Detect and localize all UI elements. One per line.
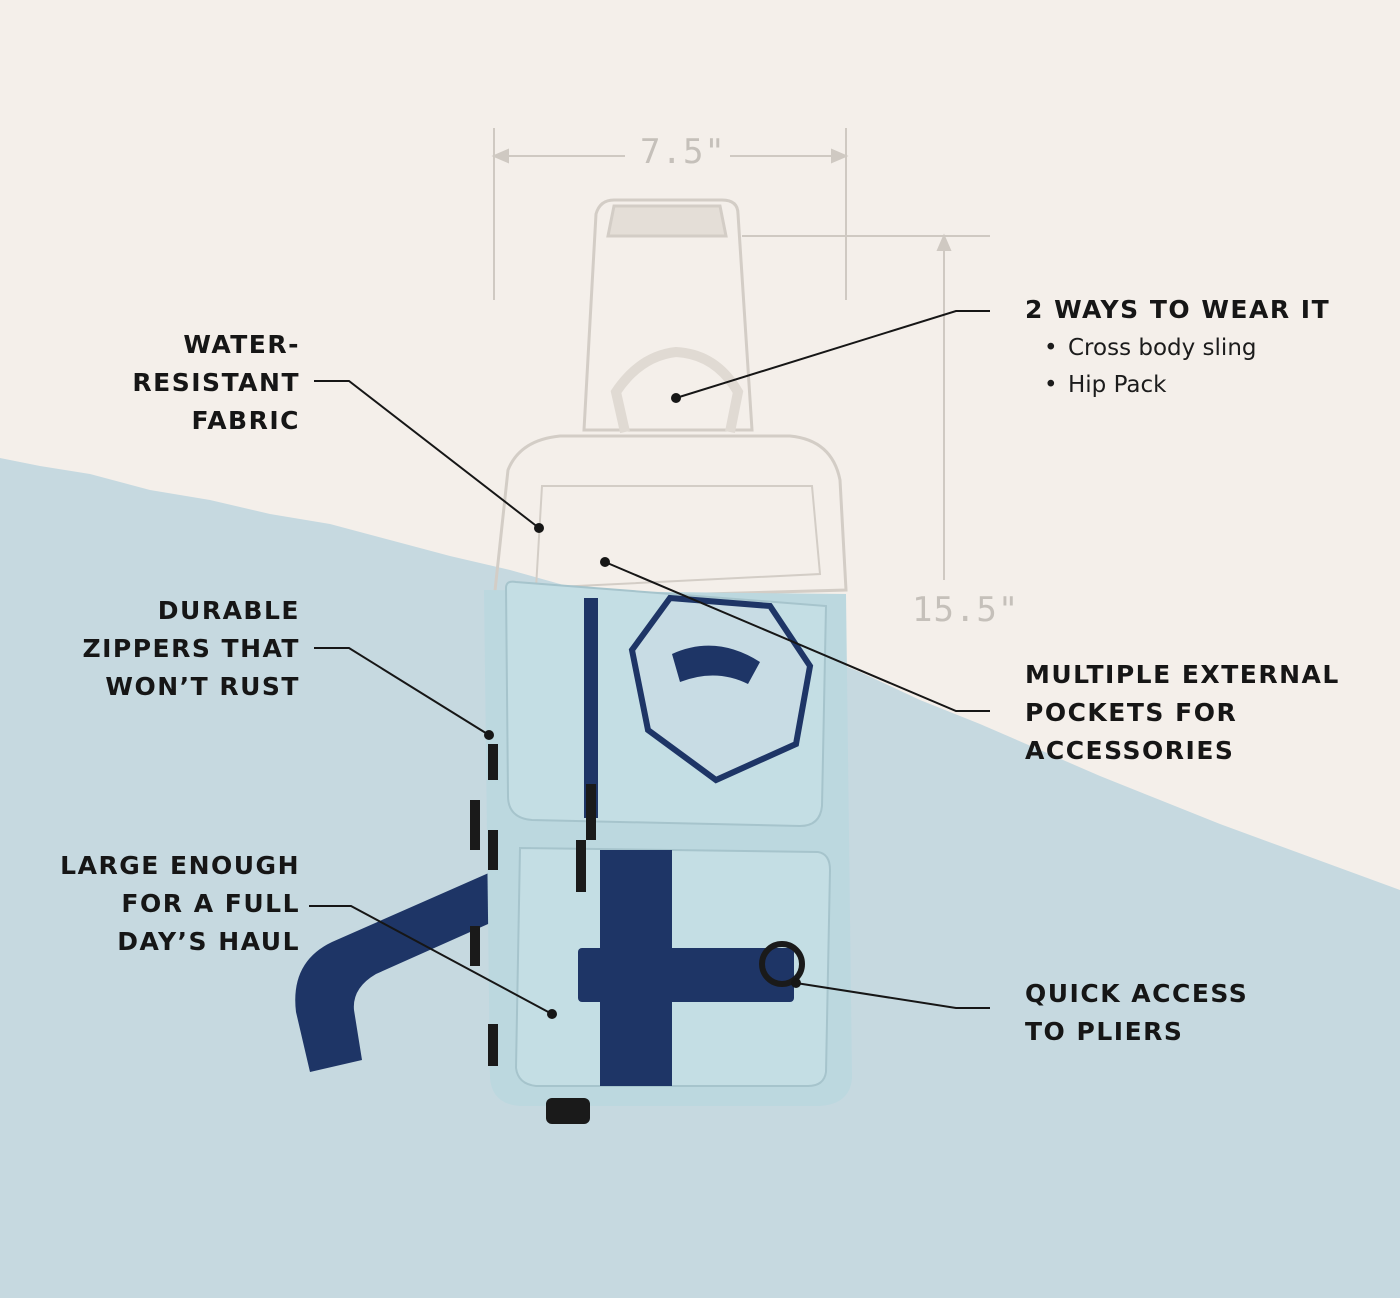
wear-options-list: Cross body sling Hip Pack (1040, 330, 1257, 404)
callout-line: POCKETS FOR (1025, 698, 1238, 727)
callout-pliers-access: QUICK ACCESS TO PLIERS (1025, 975, 1248, 1051)
logo-patch (628, 594, 814, 784)
callout-line: LARGE ENOUGH (60, 851, 300, 880)
shoulder-strap (295, 868, 506, 1072)
callout-durable-zippers: DURABLE ZIPPERS THAT WON’T RUST (82, 592, 300, 706)
callout-line: TO PLIERS (1025, 1017, 1184, 1046)
wear-option-item: Cross body sling (1040, 330, 1257, 367)
callout-line: DAY’S HAUL (117, 927, 300, 956)
d-ring (759, 941, 805, 987)
callout-line: FABRIC (191, 406, 300, 435)
callout-large-capacity: LARGE ENOUGH FOR A FULL DAY’S HAUL (60, 847, 300, 961)
zipper-pulls (470, 744, 596, 1124)
pliers-webbing (578, 948, 794, 1002)
callout-line: MULTIPLE EXTERNAL (1025, 660, 1340, 689)
front-zipper-track (584, 598, 598, 818)
callout-ways-to-wear: 2 WAYS TO WEAR IT (1025, 291, 1330, 329)
callout-line: RESISTANT (132, 368, 300, 397)
height-dimension-label: 15.5" (912, 590, 1020, 630)
callout-line: WATER- (183, 330, 300, 359)
callout-line: DURABLE (157, 596, 300, 625)
callout-external-pockets: MULTIPLE EXTERNAL POCKETS FOR ACCESSORIE… (1025, 656, 1340, 770)
leader-lines (309, 310, 990, 1015)
callout-line: ACCESSORIES (1025, 736, 1235, 765)
callout-line: ZIPPERS THAT (82, 634, 300, 663)
wear-option-item: Hip Pack (1040, 367, 1257, 404)
callout-line: WON’T RUST (105, 672, 300, 701)
callout-water-resistant-fabric: WATER- RESISTANT FABRIC (132, 326, 300, 440)
width-dimension-label: 7.5" (640, 132, 726, 172)
bag-sketch (492, 198, 848, 602)
dimension-guides (491, 128, 990, 580)
callout-title: 2 WAYS TO WEAR IT (1025, 295, 1331, 324)
sling-bag (295, 580, 852, 1124)
leader-dots (484, 393, 801, 1019)
logo-fish-mark (672, 645, 760, 684)
callout-line: FOR A FULL (121, 889, 300, 918)
callout-line: QUICK ACCESS (1025, 979, 1249, 1008)
